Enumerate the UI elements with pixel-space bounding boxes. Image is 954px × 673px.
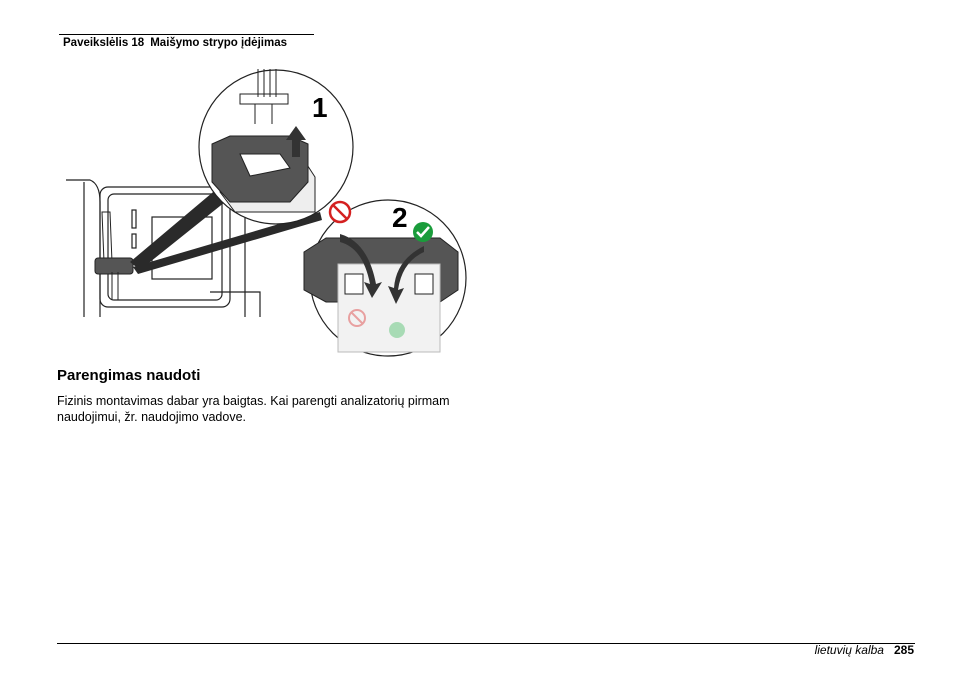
figure-caption-label: Paveikslėlis 18 bbox=[63, 37, 145, 49]
arrow-wrong-icon bbox=[340, 234, 382, 298]
section-body: Fizinis montavimas dabar yra baigtas. Ka… bbox=[57, 394, 450, 424]
figure-caption-title: Maišymo strypo įdėjimas bbox=[150, 37, 287, 49]
zoom-pointer-2 bbox=[133, 212, 322, 274]
detail-circle-2: 2 bbox=[303, 199, 467, 357]
footer: lietuvių kalba 285 bbox=[815, 643, 914, 657]
arrow-right-icon bbox=[388, 246, 424, 304]
page-number: 285 bbox=[893, 643, 914, 657]
stir-bar-installation-illustration: 1 2 bbox=[66, 69, 467, 357]
footer-language: lietuvių kalba bbox=[814, 643, 884, 657]
step-1-label: 1 bbox=[312, 92, 328, 123]
detail-circle-1: 1 bbox=[198, 69, 354, 225]
stir-bar-holder bbox=[94, 211, 134, 300]
figure-caption: Paveikslėlis 18 Maišymo strypo įdėjimas bbox=[63, 37, 287, 49]
zoom-pointer-1 bbox=[130, 182, 235, 270]
section-title: Parengimas naudoti bbox=[57, 367, 201, 384]
caption-rule bbox=[59, 34, 314, 35]
footer-rule bbox=[57, 643, 915, 644]
step-2-label: 2 bbox=[392, 202, 408, 233]
